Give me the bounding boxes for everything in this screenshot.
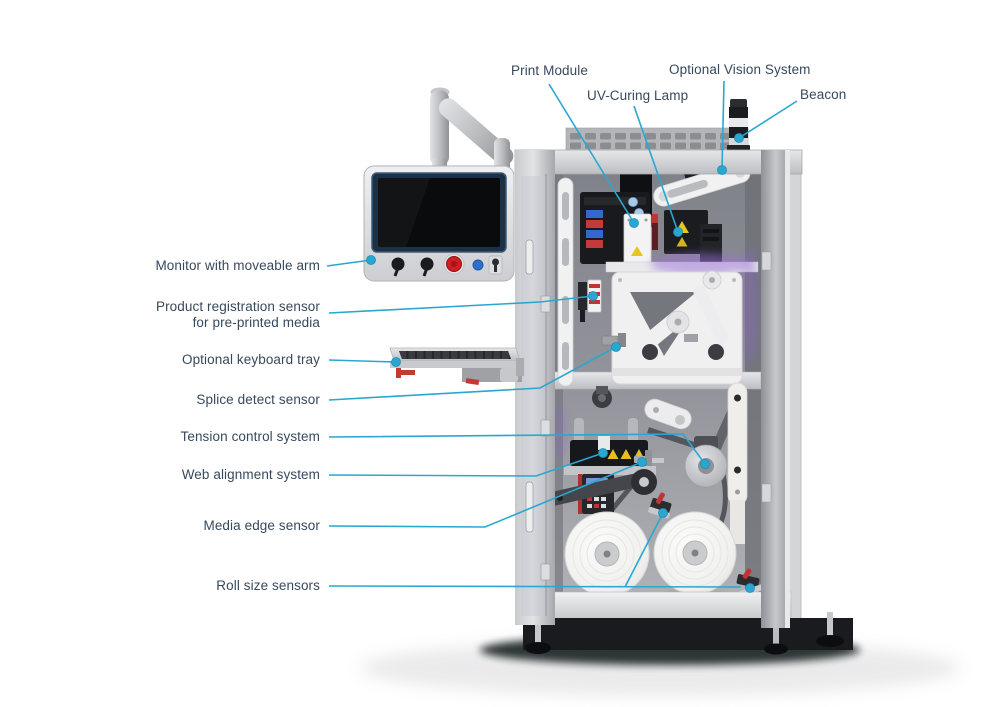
- callout-label-product-registration-sensor: Product registration sensor for pre-prin…: [155, 299, 320, 330]
- machine-cabinet: [514, 99, 853, 655]
- callout-label-optional-vision-system: Optional Vision System: [669, 62, 811, 77]
- monitor: [363, 165, 515, 282]
- keyboard-tray: [389, 347, 524, 385]
- callout-label-splice-detect-sensor: Splice detect sensor: [196, 392, 320, 407]
- callout-label-beacon: Beacon: [800, 87, 847, 102]
- monitor-arm-assembly: [430, 87, 514, 186]
- callout-label-media-edge-sensor: Media edge sensor: [203, 518, 320, 533]
- interior-bracket-upper: [557, 177, 574, 387]
- callout-label-optional-keyboard-tray: Optional keyboard tray: [181, 352, 320, 367]
- monitor-controls: [391, 253, 503, 277]
- right-frame-column: [761, 150, 790, 628]
- left-door-frame: [515, 150, 555, 625]
- callout-label-web-alignment-system: Web alignment system: [181, 467, 320, 482]
- callout-label-tension-control-system: Tension control system: [180, 429, 320, 444]
- callout-label-monitor-arm: Monitor with moveable arm: [155, 258, 320, 273]
- callout-label-roll-size-sensors: Roll size sensors: [216, 578, 320, 593]
- callout-label-print-module: Print Module: [511, 63, 588, 78]
- beacon-light: [727, 99, 750, 154]
- dancer-plate-assembly: [611, 270, 743, 385]
- callout-label-uv-curing-lamp: UV-Curing Lamp: [587, 88, 689, 103]
